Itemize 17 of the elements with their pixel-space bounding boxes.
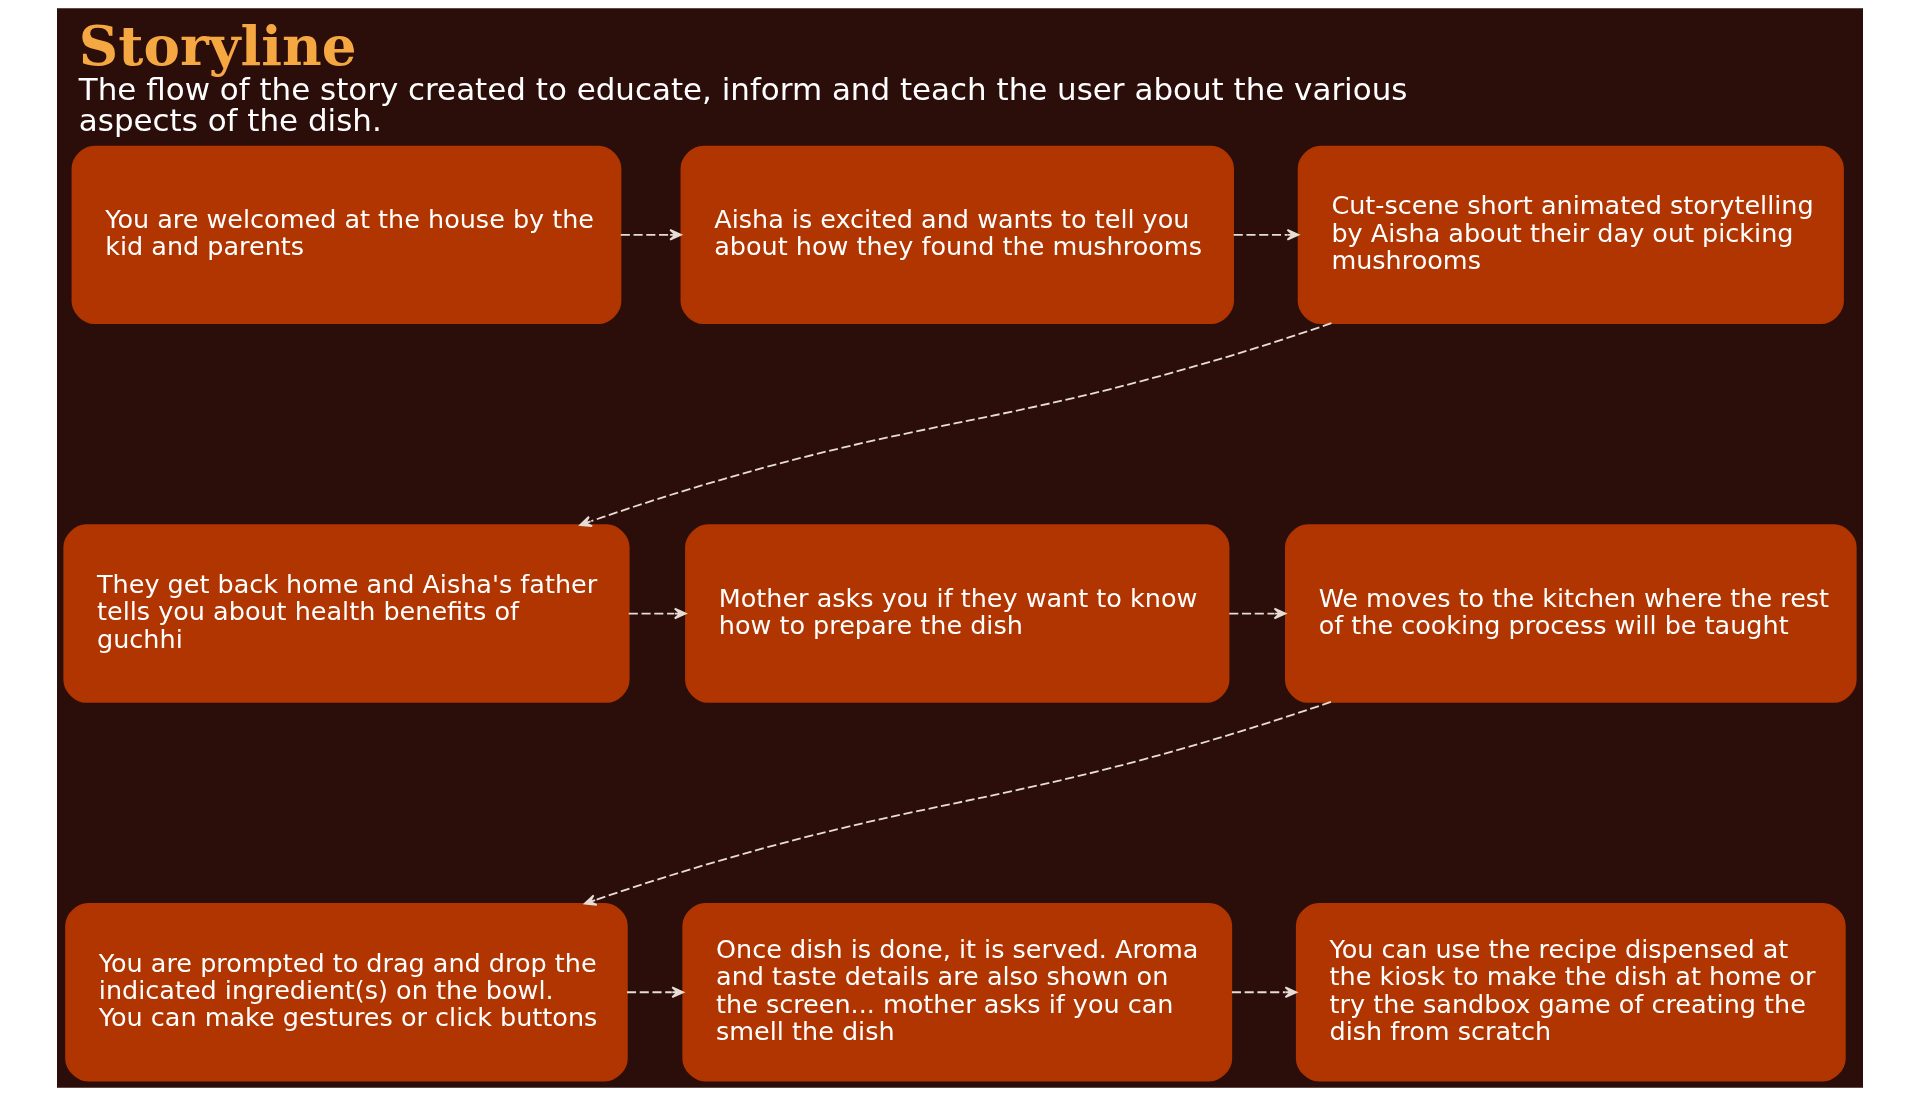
node-box: Once dish is done, it is served. Aroma and taste details are also shown on the screen... mother asks if you can smell the dish bbox=[682, 903, 1233, 1082]
arrow bbox=[579, 322, 1333, 527]
arrow bbox=[1228, 607, 1287, 620]
arrow bbox=[626, 986, 685, 999]
arrow bbox=[619, 229, 682, 241]
node-box: You are welcomed at the house by the kid and parents bbox=[71, 145, 622, 325]
node-box: We moves to the kitchen where the rest of the cooking process will be taught bbox=[1284, 524, 1857, 703]
node-box: You are prompted to drag and drop the indicated ingredient(s) on the bowl. You can make gestures or click buttons bbox=[65, 903, 628, 1082]
node-box: They get back home and Aisha's father tells you about health benefits of guchhi bbox=[63, 524, 630, 703]
arrow bbox=[583, 701, 1332, 906]
arrow bbox=[1232, 229, 1300, 241]
node-box: Cut-scene short animated storytelling by Aisha about their day out picking mushrooms bbox=[1297, 145, 1844, 325]
node-box: Mother asks you if they want to know how to prepare the dish bbox=[685, 524, 1230, 703]
node-box: You can use the recipe dispensed at the kiosk to make the dish at home or try the sandbox game of creating the dish from scratch bbox=[1295, 903, 1846, 1082]
node-box: Aisha is excited and wants to tell you about how they found the mushrooms bbox=[680, 145, 1234, 325]
arrow bbox=[1231, 986, 1298, 999]
arrow bbox=[627, 607, 687, 620]
